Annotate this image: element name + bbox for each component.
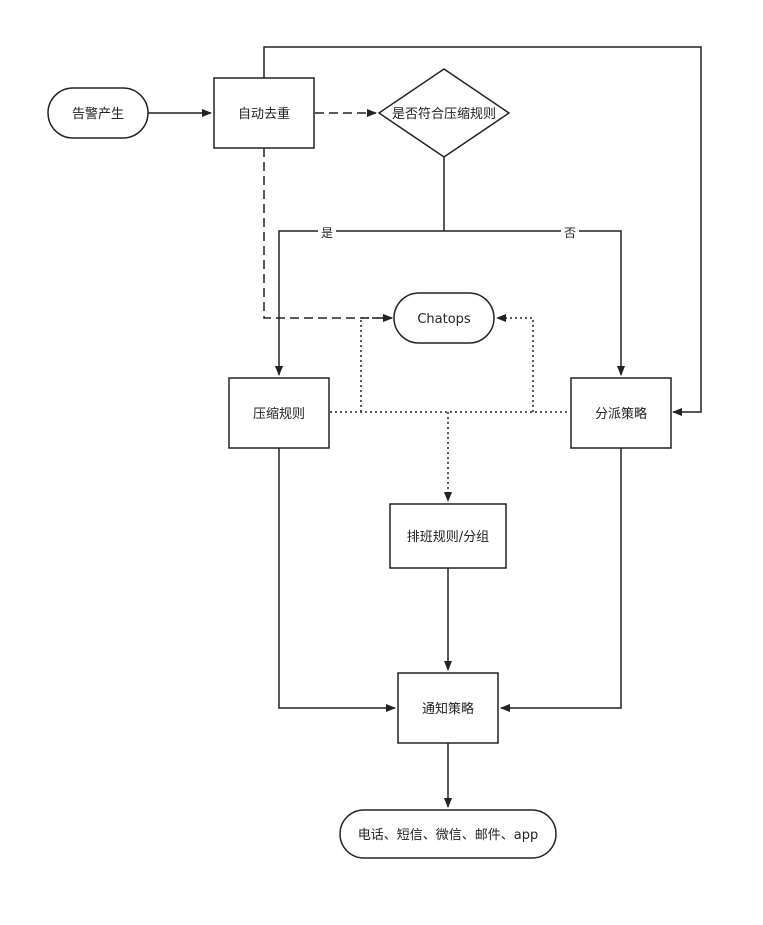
node-decision-label: 是否符合压缩规则 <box>392 106 496 122</box>
node-chatops-label: Chatops <box>417 312 471 327</box>
edge-dispatch-to-chatops <box>496 314 534 412</box>
no-label-bg <box>561 224 579 240</box>
node-compress-label: 压缩规则 <box>253 406 305 422</box>
node-channels-label: 电话、短信、微信、邮件、app <box>358 828 538 843</box>
edge-label-no: 否 <box>564 226 576 240</box>
edge-dedup-to-dispatch <box>263 46 702 416</box>
edge-compress-to-notify <box>278 448 396 712</box>
yes-label-bg <box>318 224 336 240</box>
node-compress <box>228 377 330 449</box>
node-channels <box>339 809 557 859</box>
edge-label-yes: 是 <box>321 226 333 240</box>
edge-decision-no <box>444 230 625 376</box>
node-alert <box>47 87 149 139</box>
node-chatops <box>393 292 495 344</box>
edge-dispatch-to-notify <box>500 448 622 712</box>
node-decision <box>377 68 511 158</box>
node-alert-label: 告警产生 <box>72 106 124 122</box>
node-schedule <box>389 503 507 569</box>
node-dedup <box>213 77 315 149</box>
edge-decision-yes <box>275 230 444 376</box>
node-notify-label: 通知策略 <box>422 701 474 717</box>
edge-compress-to-chatops <box>360 314 393 412</box>
node-dispatch-label: 分派策略 <box>595 406 647 422</box>
node-schedule-label: 排班规则/分组 <box>407 530 489 545</box>
node-dispatch <box>570 377 672 449</box>
node-dedup-label: 自动去重 <box>238 106 290 122</box>
edge-dedup-to-chatops <box>263 148 393 322</box>
node-notify <box>397 672 499 744</box>
